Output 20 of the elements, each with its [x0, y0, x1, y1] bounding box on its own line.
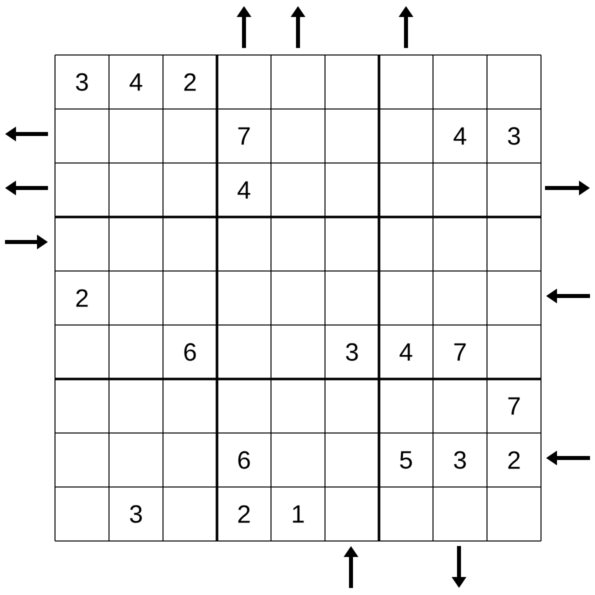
given-digit: 7 — [454, 343, 466, 361]
given-digit: 4 — [400, 343, 412, 361]
given-digit: 6 — [184, 343, 196, 361]
given-digit: 6 — [238, 451, 250, 469]
given-digit: 4 — [238, 181, 250, 199]
given-digit: 7 — [508, 397, 520, 415]
given-digit: 3 — [130, 505, 142, 523]
given-digit: 1 — [292, 505, 304, 523]
given-digit: 3 — [508, 127, 520, 145]
given-digit: 4 — [454, 127, 466, 145]
given-digit: 2 — [508, 451, 520, 469]
given-digit: 2 — [76, 289, 88, 307]
given-digit: 3 — [76, 73, 88, 91]
given-digit: 5 — [400, 451, 412, 469]
given-digit: 2 — [184, 73, 196, 91]
given-digit: 2 — [238, 505, 250, 523]
given-digit: 4 — [130, 73, 142, 91]
given-digit: 3 — [454, 451, 466, 469]
given-digit: 3 — [346, 343, 358, 361]
given-digit: 7 — [238, 127, 250, 145]
